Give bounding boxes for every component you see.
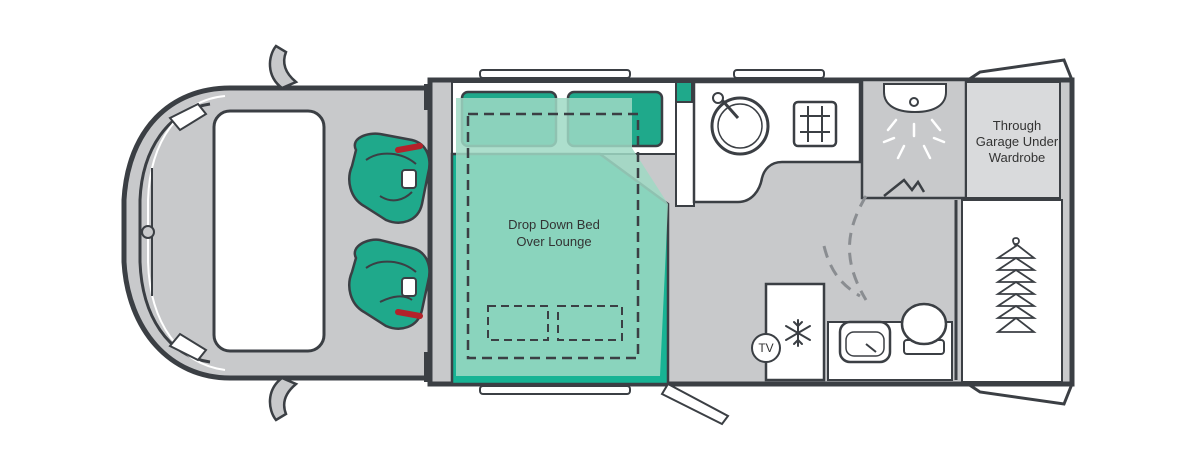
hob-icon — [792, 100, 838, 148]
drop-down-bed: Drop Down Bed Over Lounge — [456, 98, 668, 376]
washroom: TV — [751, 195, 953, 382]
tv-label: TV — [758, 341, 773, 355]
garage-label-line3: Wardrobe — [989, 150, 1046, 165]
bed-label-line2: Over Lounge — [516, 234, 591, 249]
sink-icon — [710, 92, 770, 156]
garage-label-line1: Through — [993, 118, 1041, 133]
entry-door — [660, 382, 730, 426]
shower-room — [860, 78, 968, 200]
shower-icon — [882, 97, 946, 160]
bed-label-line1: Drop Down Bed — [508, 217, 600, 232]
driver-seat — [348, 132, 431, 224]
toilet-icon — [900, 302, 948, 355]
kitchen — [692, 80, 862, 204]
hanger-icon — [995, 237, 1037, 333]
dashboard — [212, 109, 326, 353]
wardrobe — [954, 199, 1063, 383]
snowflake-icon — [785, 319, 811, 347]
cab — [121, 44, 438, 422]
garage-label-line2: Garage Under — [976, 134, 1059, 149]
tv-point: TV — [751, 333, 781, 363]
washbasin-icon — [838, 320, 892, 364]
garage: Through Garage Under Wardrobe — [965, 81, 1061, 199]
left-mirror — [268, 44, 299, 90]
right-mirror — [268, 376, 299, 422]
fridge — [764, 282, 826, 382]
passenger-seat — [348, 238, 431, 330]
